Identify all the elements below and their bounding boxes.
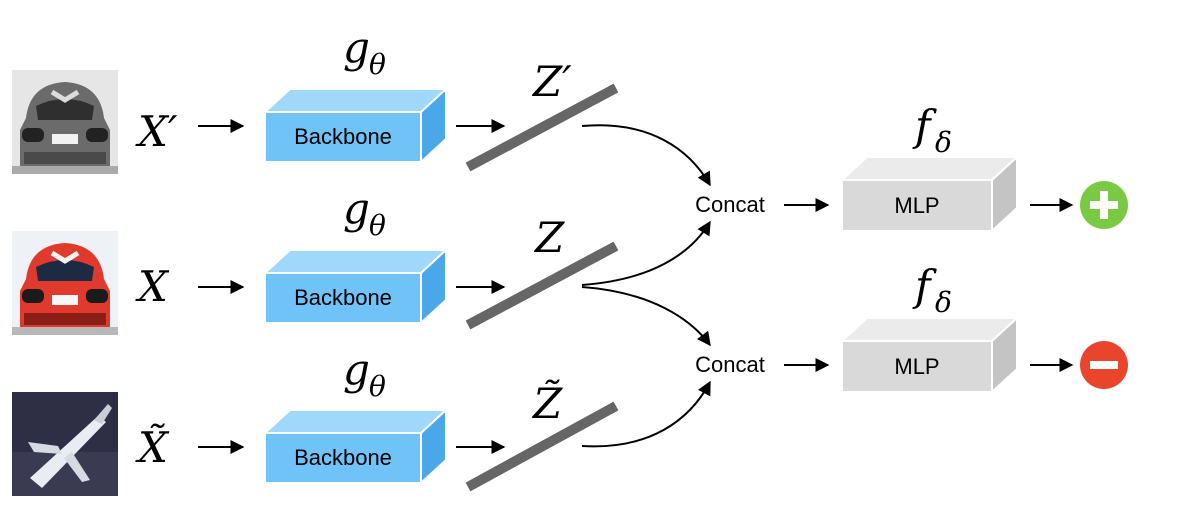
plus-icon — [1080, 181, 1128, 229]
arrow-z-tilde-to-concat-bottom — [581, 380, 711, 448]
mlp-block: MLP — [839, 315, 1020, 395]
minus-icon — [1080, 341, 1128, 389]
input-image-airplane — [12, 392, 118, 496]
feature-symbol-z-tilde: Z̃ — [531, 378, 563, 428]
encoder-label: g θ — [343, 345, 386, 403]
svg-text:θ: θ — [369, 370, 386, 403]
backbone-block: Backbone — [262, 86, 449, 165]
arrow-z-to-concat-bottom — [581, 286, 711, 347]
svg-text:g: g — [343, 23, 370, 72]
feature-vector-bar — [465, 401, 619, 492]
mlp-label: MLP — [894, 193, 939, 218]
svg-text:f: f — [912, 101, 937, 150]
feature-vector-bar — [465, 241, 619, 330]
svg-text:θ: θ — [369, 209, 386, 242]
input-symbol-x-tilde: X̃ — [135, 422, 170, 472]
concat-label-top: Concat — [695, 192, 765, 217]
feature-symbol-z: Z — [533, 213, 565, 262]
head-label: f δ — [912, 101, 952, 159]
feature-symbol-z-prime: Z′ — [531, 57, 572, 106]
concat-label-bottom: Concat — [695, 352, 765, 377]
backbone-block: Backbone — [262, 247, 449, 326]
svg-text:δ: δ — [935, 286, 952, 319]
svg-text:f: f — [912, 261, 937, 310]
svg-text:g: g — [343, 345, 370, 394]
backbone-label: Backbone — [294, 124, 392, 149]
backbone-label: Backbone — [294, 445, 392, 470]
arrow-z-to-concat-top — [581, 220, 711, 286]
head-label: f δ — [912, 261, 952, 319]
svg-text:δ: δ — [935, 126, 952, 159]
feature-vector-bar — [465, 83, 619, 172]
input-symbol-x-prime: X′ — [135, 107, 178, 156]
input-symbol-x: X — [135, 262, 170, 311]
encoder-label: g θ — [343, 184, 386, 242]
input-image-red-car — [12, 231, 118, 335]
mlp-block: MLP — [839, 154, 1020, 234]
backbone-label: Backbone — [294, 285, 392, 310]
svg-text:θ: θ — [369, 48, 386, 81]
backbone-block: Backbone — [262, 407, 449, 486]
encoder-label: g θ — [343, 23, 386, 81]
arrow-z-prime-to-concat-top — [581, 124, 711, 187]
svg-text:g: g — [343, 184, 370, 233]
input-image-gray-car — [12, 70, 118, 174]
mlp-label: MLP — [894, 354, 939, 379]
